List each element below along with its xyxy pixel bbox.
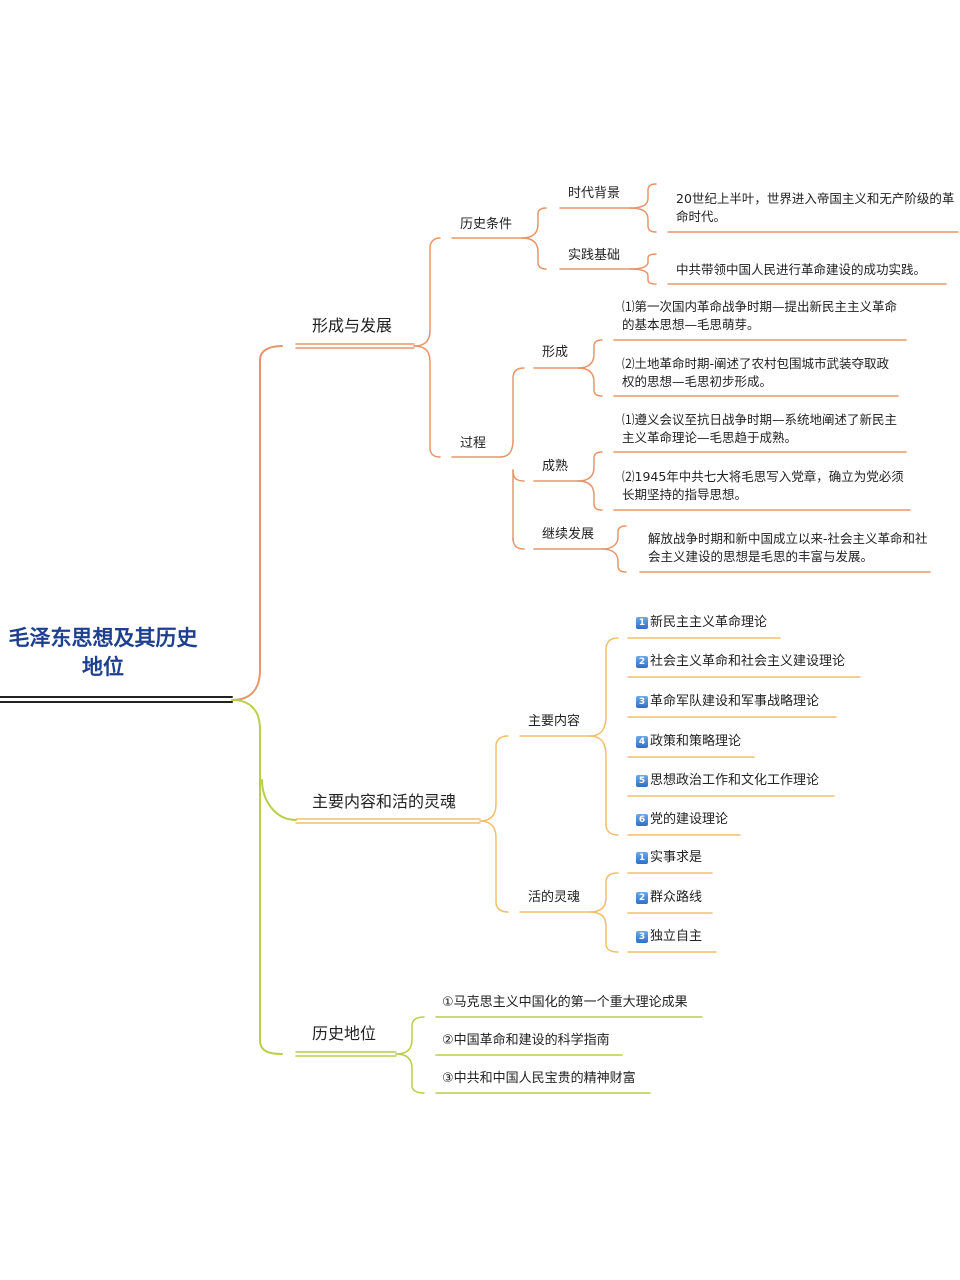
main-item-text: 社会主义革命和社会主义建设理论 [650, 654, 846, 669]
soul-item-text: 独立自主 [650, 929, 703, 944]
leaf-form-2: ⑵土地革命时期-阐述了农村包围城市武装夺取政权的思想—毛思初步形成。 [622, 356, 890, 390]
node-era: 时代背景 [568, 186, 621, 201]
leaf-mature-2: ⑵1945年中共七大将毛思写入党章，确立为党必须长期坚持的指导思想。 [622, 469, 904, 503]
node-living-soul: 活的灵魂 [528, 890, 581, 905]
branch-status: 历史地位 [312, 1024, 377, 1043]
node-continue: 继续发展 [542, 527, 595, 542]
leaf-form-1: ⑴第一次国内革命战争时期—提出新民主主义革命的基本思想—毛思萌芽。 [622, 299, 898, 333]
node-practice: 实践基础 [568, 248, 621, 263]
number-2-icon: 2 [636, 655, 648, 668]
number-1-icon: 1 [636, 616, 648, 629]
leaf-mature-1: ⑴遵义会议至抗日战争时期—系统地阐述了新民主主义革命理论—毛思趋于成熟。 [622, 412, 898, 446]
number-1-icon: 1 [636, 851, 648, 864]
number-3-icon: 3 [636, 930, 648, 943]
node-form: 形成 [542, 345, 569, 360]
main-item-text: 党的建设理论 [650, 812, 729, 827]
main-item-text: 政策和策略理论 [650, 734, 742, 749]
main-item-text: 革命军队建设和军事战略理论 [650, 694, 820, 709]
node-process: 过程 [460, 436, 487, 451]
root-title: 毛泽东思想及其历史地位 [8, 626, 198, 680]
number-6-icon: 6 [636, 813, 648, 826]
leaf-continue: 解放战争时期和新中国成立以来-社会主义革命和社会主义建设的思想是毛思的丰富与发展… [648, 531, 928, 565]
node-history: 历史条件 [460, 217, 513, 232]
status-item-1: ①马克思主义中国化的第一个重大理论成果 [442, 995, 688, 1010]
branch-formation: 形成与发展 [312, 316, 393, 335]
number-3-icon: 3 [636, 695, 648, 708]
number-2-icon: 2 [636, 891, 648, 904]
status-item-2: ②中国革命和建设的科学指南 [442, 1033, 610, 1048]
node-mature: 成熟 [542, 459, 569, 474]
number-4-icon: 4 [636, 735, 648, 748]
status-item-3: ③中共和中国人民宝贵的精神财富 [442, 1071, 636, 1086]
node-main-content: 主要内容 [528, 714, 581, 729]
main-item-text: 思想政治工作和文化工作理论 [650, 773, 820, 788]
soul-item-text: 群众路线 [650, 890, 703, 905]
soul-item-text: 实事求是 [650, 850, 703, 865]
branch-content: 主要内容和活的灵魂 [312, 792, 457, 811]
leaf-era-text: 20世纪上半叶，世界进入帝国主义和无产阶级的革命时代。 [676, 191, 955, 225]
leaf-practice-text: 中共带领中国人民进行革命建设的成功实践。 [676, 262, 927, 277]
main-item-text: 新民主主义革命理论 [650, 615, 768, 630]
number-5-icon: 5 [636, 774, 648, 787]
